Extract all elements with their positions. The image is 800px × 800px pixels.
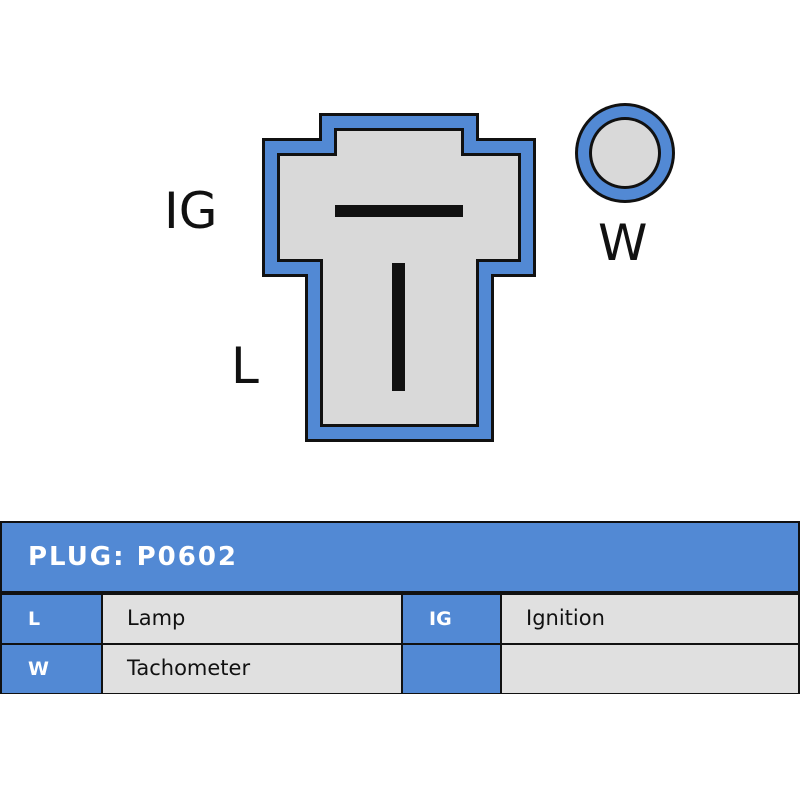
pin-description-cell: [502, 645, 798, 693]
ig-terminal: [335, 205, 463, 217]
pin-code-cell: W: [2, 645, 101, 693]
pin-code-cell: [403, 645, 500, 693]
l-label: L: [231, 337, 259, 395]
plug-title: PLUG: P0602: [28, 542, 239, 572]
pin-code-cell: IG: [403, 595, 500, 643]
plug-table: PLUG: P0602 L Lamp IG Ignition W Tachome…: [0, 521, 800, 694]
l-terminal: [392, 263, 405, 391]
connector-diagram: IG L W: [164, 103, 675, 442]
table-row: L Lamp IG Ignition: [2, 595, 798, 643]
w-terminal-center: [592, 120, 658, 186]
ig-label: IG: [164, 182, 218, 240]
w-label: W: [598, 214, 647, 272]
pin-code-cell: L: [2, 595, 101, 643]
table-row: W Tachometer: [2, 645, 798, 693]
pin-description-cell: Lamp: [103, 595, 401, 643]
plug-header: PLUG: P0602: [2, 523, 798, 593]
pin-description-cell: Tachometer: [103, 645, 401, 693]
pin-description-cell: Ignition: [502, 595, 798, 643]
